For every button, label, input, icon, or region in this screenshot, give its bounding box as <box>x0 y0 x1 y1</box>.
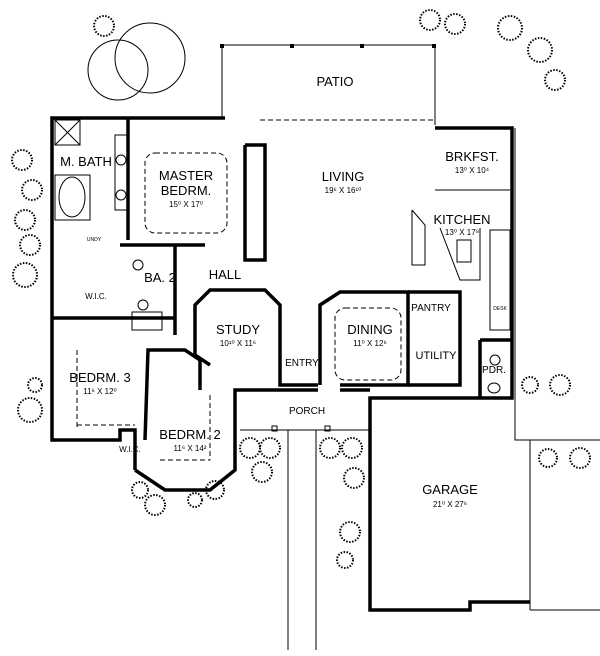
room-label-master-bedroom-1: MASTER <box>159 168 213 183</box>
room-label-living: LIVING <box>322 169 365 184</box>
room-dims-living: 19⁶ X 16¹⁰ <box>325 186 362 195</box>
room-label-porch: PORCH <box>289 406 325 417</box>
room-dims-garage: 21⁰ X 27⁶ <box>433 500 467 509</box>
room-dims-study: 10¹⁰ X 11⁶ <box>220 339 256 348</box>
room-dims-kitchen: 13⁰ X 17⁸ <box>445 228 479 237</box>
room-label-hall: HALL <box>209 267 242 282</box>
room-label-kitchen: KITCHEN <box>433 212 490 227</box>
room-label-dining: DINING <box>347 322 393 337</box>
room-label-utility: UTILITY <box>416 350 458 362</box>
room-label-bedroom-2: BEDRM. 2 <box>159 427 220 442</box>
room-label-master-bedroom-2: BEDRM. <box>161 183 212 198</box>
walkway <box>240 425 600 650</box>
fixture-label-desk: DESK <box>493 306 507 312</box>
room-dims-dining: 11⁰ X 12⁶ <box>353 339 386 348</box>
room-label-master-wic: W.I.C. <box>85 292 107 301</box>
room-label-bedroom-2-wic: W.I.C. <box>119 445 141 454</box>
exterior-walls <box>50 116 531 612</box>
ceiling-outlines <box>76 119 435 461</box>
room-label-master-bath: M. BATH <box>60 154 112 169</box>
room-label-bedroom-3: BEDRM. 3 <box>69 370 130 385</box>
room-dims-bedroom-3: 11⁶ X 12⁰ <box>83 387 116 396</box>
room-label-entry: ENTRY <box>285 358 319 369</box>
garden-arcs <box>87 22 186 101</box>
room-label-garage: GARAGE <box>422 482 478 497</box>
room-label-powder: PDR. <box>482 365 506 376</box>
room-label-breakfast: BRKFST. <box>445 149 498 164</box>
shrubs <box>11 9 591 569</box>
fixture-label-undy: UNDY <box>87 237 102 243</box>
bath-fixtures <box>54 119 501 394</box>
room-dims-breakfast: 13⁰ X 10⁴ <box>455 166 490 175</box>
room-label-patio: PATIO <box>316 74 353 89</box>
room-label-bath-2: BA. 2 <box>144 270 176 285</box>
room-dims-bedroom-2: 11⁶ X 14² <box>174 444 207 453</box>
room-label-pantry: PANTRY <box>411 303 451 314</box>
patio-outline <box>220 44 436 125</box>
room-label-study: STUDY <box>216 322 260 337</box>
interior-walls <box>52 118 512 441</box>
room-dims-master-bedroom: 15⁰ X 17⁰ <box>169 200 203 209</box>
